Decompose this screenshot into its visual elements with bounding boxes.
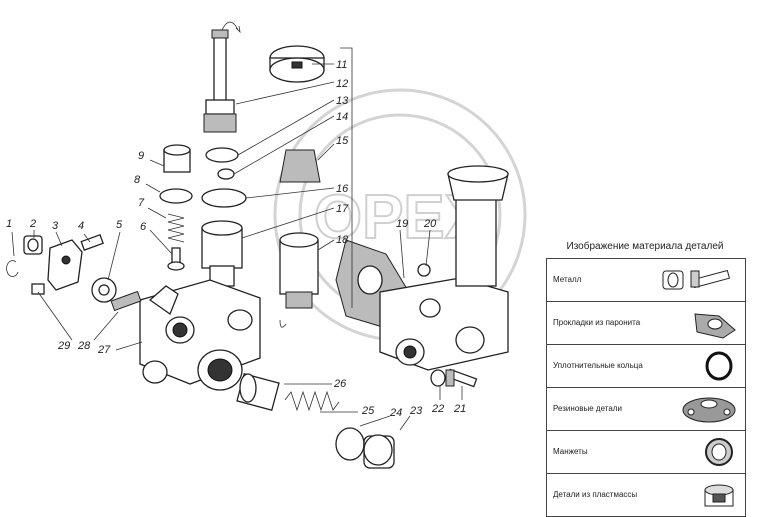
- o-ring-icon: [705, 351, 733, 381]
- legend-row-plastic: Детали из пластмассы: [547, 474, 745, 516]
- snap-ring-1: [6, 260, 19, 277]
- legend-row-gasket: Прокладки из паронита: [547, 302, 745, 345]
- pump-assembly-20: [379, 165, 509, 371]
- callout-3: 3: [52, 220, 59, 232]
- callout-19: 19: [396, 218, 408, 230]
- ring-16: [201, 188, 247, 208]
- callout-20: 20: [423, 218, 437, 230]
- sleeve-26: [236, 373, 280, 411]
- callout-13: 13: [336, 95, 349, 107]
- ring-5: [91, 277, 117, 303]
- pin-4: [80, 233, 104, 251]
- callout-9: 9: [138, 150, 144, 162]
- paronite-gasket-icon: [694, 313, 736, 339]
- valve-6: [167, 247, 185, 271]
- callout-21: 21: [453, 403, 466, 415]
- o-ring-13: [205, 147, 239, 163]
- legend-row-rubber: Резиновые детали: [547, 388, 745, 431]
- callout-5: 5: [116, 219, 123, 231]
- plug-23: [363, 434, 395, 469]
- callout-26: 26: [333, 378, 347, 390]
- callout-1: 1: [6, 218, 12, 230]
- cuff-icon: [705, 438, 733, 466]
- material-legend: Металл Прокладки из паронита Уплотнитель…: [546, 258, 746, 517]
- legend-label: Резиновые детали: [553, 404, 622, 413]
- callout-27: 27: [97, 344, 111, 356]
- legend-label: Детали из пластмассы: [553, 490, 638, 499]
- callout-12: 12: [336, 78, 348, 90]
- o-ring-14: [217, 168, 235, 180]
- callout-4: 4: [78, 220, 84, 232]
- rubber-boot-15: [279, 149, 321, 183]
- callout-24: 24: [389, 407, 402, 419]
- spring-7: [167, 213, 185, 243]
- rubber-part-icon: [682, 397, 736, 423]
- callout-18: 18: [336, 234, 349, 246]
- callout-15: 15: [336, 135, 349, 147]
- callout-22: 22: [431, 403, 444, 415]
- sleeve-17: [201, 220, 243, 287]
- callout-11: 11: [336, 59, 347, 71]
- legend-row-metal: Металл: [547, 259, 745, 302]
- cap-11: [269, 45, 325, 83]
- leader-lines: [11, 63, 463, 431]
- callout-6: 6: [140, 221, 147, 233]
- legend-row-cuff: Манжеты: [547, 431, 745, 474]
- callout-16: 16: [336, 183, 349, 195]
- legend-title: Изображение материала деталей: [566, 241, 724, 252]
- legend-label: Прокладки из паронита: [553, 318, 641, 327]
- plug-9: [163, 144, 191, 173]
- down-arrow: [279, 319, 287, 328]
- plunger-rod: [203, 29, 237, 133]
- shaft-28: [110, 290, 142, 312]
- cylinder-18: [279, 232, 319, 309]
- callout-23: 23: [409, 405, 423, 417]
- legend-label: Манжеты: [553, 447, 588, 456]
- lever-3: [47, 239, 83, 291]
- spring-25: [284, 390, 340, 412]
- metal-parts-icon: [662, 269, 731, 290]
- nut-29: [31, 283, 45, 295]
- callout-29: 29: [57, 340, 70, 352]
- callout-17: 17: [336, 203, 349, 215]
- washer-22: [430, 369, 446, 387]
- callout-2: 2: [29, 218, 36, 230]
- o-ring-24: [335, 427, 365, 461]
- callout-28: 28: [77, 340, 91, 352]
- ring-8: [159, 188, 193, 204]
- callout-labels: 1 2 3 4 5 6 7 8 9 11 12 13 14 15 16 17 1…: [6, 59, 466, 419]
- plastic-part-icon: [704, 484, 734, 507]
- callout-14: 14: [336, 111, 348, 123]
- callout-7: 7: [138, 197, 145, 209]
- bushing-2: [23, 235, 43, 255]
- legend-label: Металл: [553, 275, 582, 284]
- bolt-21: [445, 368, 478, 388]
- legend-label: Уплотнительные кольца: [553, 361, 643, 370]
- callout-8: 8: [134, 174, 141, 186]
- callout-25: 25: [361, 405, 375, 417]
- rotation-arrow: [221, 21, 239, 31]
- pump-body-27: [139, 279, 261, 391]
- legend-row-o-ring: Уплотнительные кольца: [547, 345, 745, 388]
